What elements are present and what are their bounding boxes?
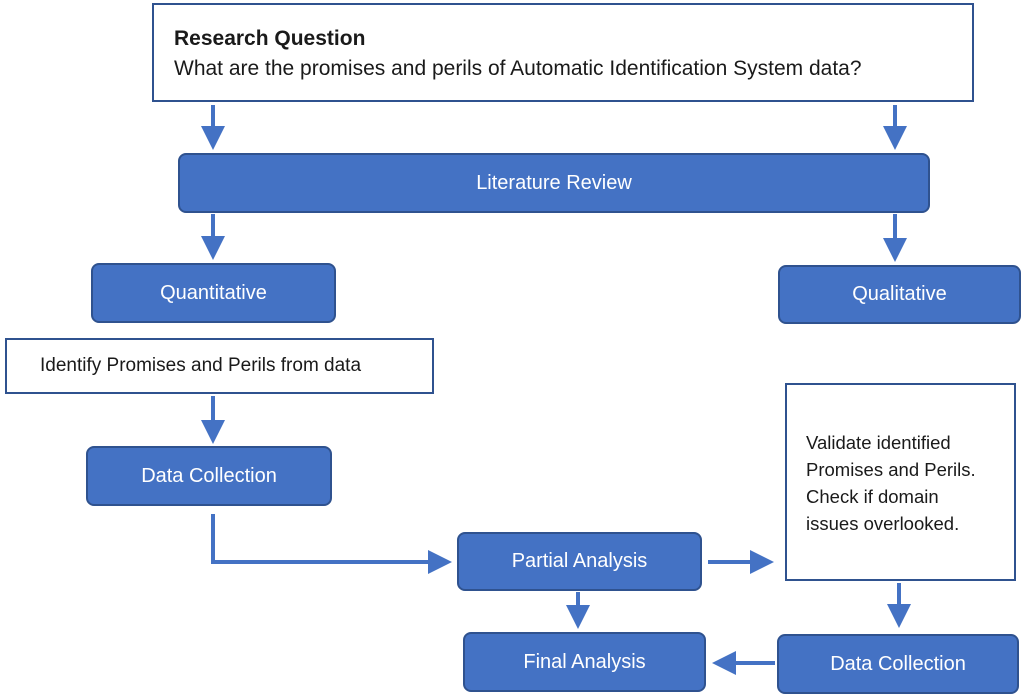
qualitative-box: Qualitative xyxy=(778,265,1021,324)
research-question-text: What are the promises and perils of Auto… xyxy=(174,57,862,80)
quantitative-label: Quantitative xyxy=(160,281,267,304)
literature-review-label: Literature Review xyxy=(476,171,632,194)
partial-analysis-label: Partial Analysis xyxy=(511,550,648,572)
qualitative-label: Qualitative xyxy=(852,283,947,305)
identify-promises-box: Identify Promises and Perils from data xyxy=(5,338,434,394)
validate-note-line-2: Promises and Perils. xyxy=(806,459,976,480)
data-collection-right-label: Data Collection xyxy=(830,652,966,675)
validate-note-line-1: Validate identified xyxy=(806,432,951,453)
partial-analysis-box: Partial Analysis xyxy=(457,532,702,591)
validate-note-box: Validate identified Promises and Perils.… xyxy=(785,383,1016,581)
validate-note-line-4: issues overlooked. xyxy=(806,513,960,534)
data-collection-left-label: Data Collection xyxy=(141,464,277,487)
final-analysis-box: Final Analysis xyxy=(463,632,706,692)
arrow-data-collection-to-partial-analysis xyxy=(211,514,452,574)
data-collection-left-box: Data Collection xyxy=(86,446,332,506)
literature-review-box: Literature Review xyxy=(178,153,930,213)
research-question-box: Research Question What are the promises … xyxy=(152,3,974,102)
data-collection-right-box: Data Collection xyxy=(777,634,1019,694)
research-question-title: Research Question xyxy=(174,27,366,50)
validate-note-line-3: Check if domain xyxy=(806,486,939,507)
final-analysis-label: Final Analysis xyxy=(523,650,646,673)
identify-promises-label: Identify Promises and Perils from data xyxy=(40,355,362,376)
quantitative-box: Quantitative xyxy=(91,263,336,323)
